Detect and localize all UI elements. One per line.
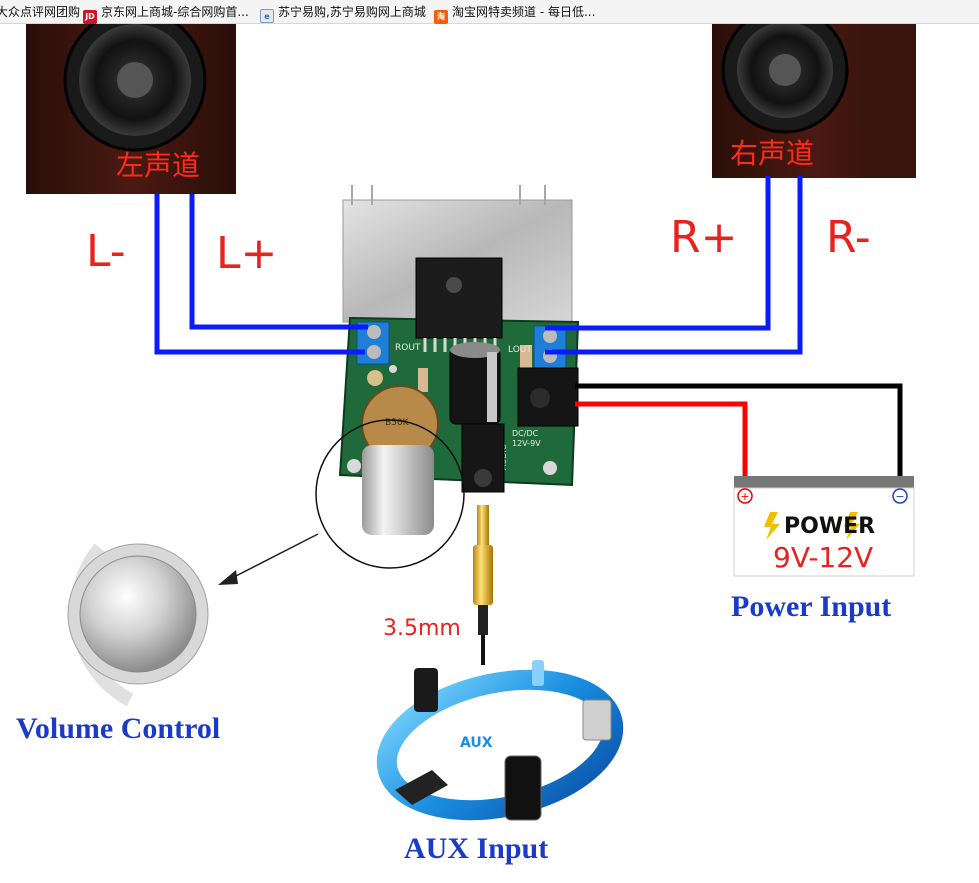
audio-plug bbox=[473, 505, 493, 665]
terminal-lout bbox=[533, 325, 567, 369]
plug-tip bbox=[477, 505, 489, 545]
resistor bbox=[520, 345, 532, 373]
plug-barrel bbox=[473, 545, 493, 605]
caption-aux-input: AUX Input bbox=[404, 832, 549, 865]
board-rout-label: ROUT bbox=[395, 343, 421, 353]
small-capacitor bbox=[367, 370, 383, 386]
bookmark-label: 淘宝网特卖频道 - 每日低... bbox=[452, 5, 596, 19]
left-channel-label: 左声道 bbox=[116, 149, 201, 182]
volume-knob-illustration bbox=[67, 543, 209, 707]
wire-l-minus bbox=[154, 194, 365, 355]
speaker-wires bbox=[154, 176, 803, 355]
aux-ring: AUX bbox=[376, 660, 624, 821]
amplifier-chip bbox=[415, 257, 503, 339]
plug-sleeve bbox=[478, 605, 488, 635]
knob-body bbox=[362, 445, 434, 535]
bookmark-label: 京东网上商城-综合网购首... bbox=[101, 5, 249, 19]
right-channel-label: 右声道 bbox=[730, 137, 815, 170]
bookmark-jd[interactable]: JD 京东网上商城-综合网购首... bbox=[83, 0, 249, 24]
battery-voltage-label: 9V-12V bbox=[773, 541, 873, 574]
caption-volume-control: Volume Control bbox=[16, 712, 221, 745]
wire-power-positive bbox=[575, 401, 748, 480]
bookmarks-bar: 大众点评网团购 JD 京东网上商城-综合网购首... e 苏宁易购,苏宁易购网上商城… bbox=[0, 0, 979, 24]
caption-power-input: Power Input bbox=[731, 590, 892, 623]
laptop-icon bbox=[395, 770, 448, 805]
wire-label-r-plus: R+ bbox=[670, 212, 738, 263]
battery-plus-label: + bbox=[740, 490, 749, 503]
pointer-line bbox=[231, 533, 319, 579]
speaker-dustcap bbox=[769, 54, 801, 86]
mp3-player-icon bbox=[532, 660, 544, 686]
battery-brand-label: POWER bbox=[784, 514, 875, 539]
board-dc-range-label: 12V-9V bbox=[512, 439, 541, 448]
knob-face bbox=[79, 555, 197, 673]
aux-ring-label: AUX bbox=[460, 735, 493, 751]
lightning-icon bbox=[844, 512, 860, 540]
battery: + − POWER 9V-12V bbox=[733, 476, 915, 577]
wire-label-l-plus: L+ bbox=[216, 228, 278, 279]
dc-jack bbox=[517, 367, 579, 427]
bookmark-suning[interactable]: e 苏宁易购,苏宁易购网上商城 bbox=[260, 0, 426, 24]
plug-size-label: 3.5mm bbox=[383, 616, 461, 641]
bookmark-label: 苏宁易购,苏宁易购网上商城 bbox=[278, 5, 426, 19]
battery-minus-terminal bbox=[892, 488, 908, 504]
wire-r-plus bbox=[545, 176, 771, 331]
lightning-icon bbox=[764, 512, 780, 540]
right-speaker bbox=[712, 24, 916, 178]
pot-code-label: B50K bbox=[385, 418, 410, 428]
amplifier-wiring-diagram: ROUT LOUT DC/DC 12V-9V AUDIO B50K + − bbox=[26, 24, 916, 821]
resistor bbox=[418, 368, 428, 392]
magnifier-circle bbox=[315, 419, 465, 569]
wire-l-plus bbox=[189, 194, 368, 330]
wire-r-minus bbox=[545, 176, 803, 355]
ipod-icon bbox=[582, 699, 612, 741]
board-dc-label: DC/DC bbox=[512, 429, 539, 438]
smartphone-icon bbox=[504, 755, 542, 821]
bookmark-label: 大众点评网团购 bbox=[0, 5, 81, 19]
capacitor bbox=[449, 342, 501, 425]
taobao-icon: 淘 bbox=[434, 10, 448, 24]
wire-label-l-minus: L- bbox=[86, 226, 126, 277]
battery-top bbox=[734, 476, 914, 490]
heatsink-fins bbox=[351, 185, 546, 205]
bookmark-taobao[interactable]: 淘淘宝网特卖频道 - 每日低... bbox=[434, 0, 595, 24]
mount-hole bbox=[347, 459, 361, 473]
battery-body bbox=[733, 487, 915, 577]
potentiometer: B50K bbox=[361, 385, 439, 535]
chip-mount-hole bbox=[446, 277, 462, 293]
terminal-rout bbox=[356, 321, 390, 365]
speaker-dustcap bbox=[117, 62, 153, 98]
left-speaker bbox=[26, 24, 236, 194]
suning-icon: e bbox=[260, 9, 274, 23]
speaker-side-panel bbox=[865, 24, 916, 178]
wire-power-negative bbox=[575, 383, 903, 480]
jd-icon: JD bbox=[83, 10, 97, 24]
battery-plus-terminal bbox=[737, 488, 753, 504]
wire-label-r-minus: R- bbox=[826, 212, 871, 263]
audio-jack bbox=[461, 423, 505, 493]
battery-minus-label: − bbox=[895, 490, 904, 503]
board-lout-label: LOUT bbox=[508, 345, 532, 355]
mount-hole bbox=[543, 461, 557, 475]
bookmark-dianping[interactable]: 大众点评网团购 bbox=[0, 0, 80, 24]
arrow-head-icon bbox=[218, 570, 238, 585]
phone-icon bbox=[414, 668, 438, 712]
led bbox=[389, 365, 397, 373]
